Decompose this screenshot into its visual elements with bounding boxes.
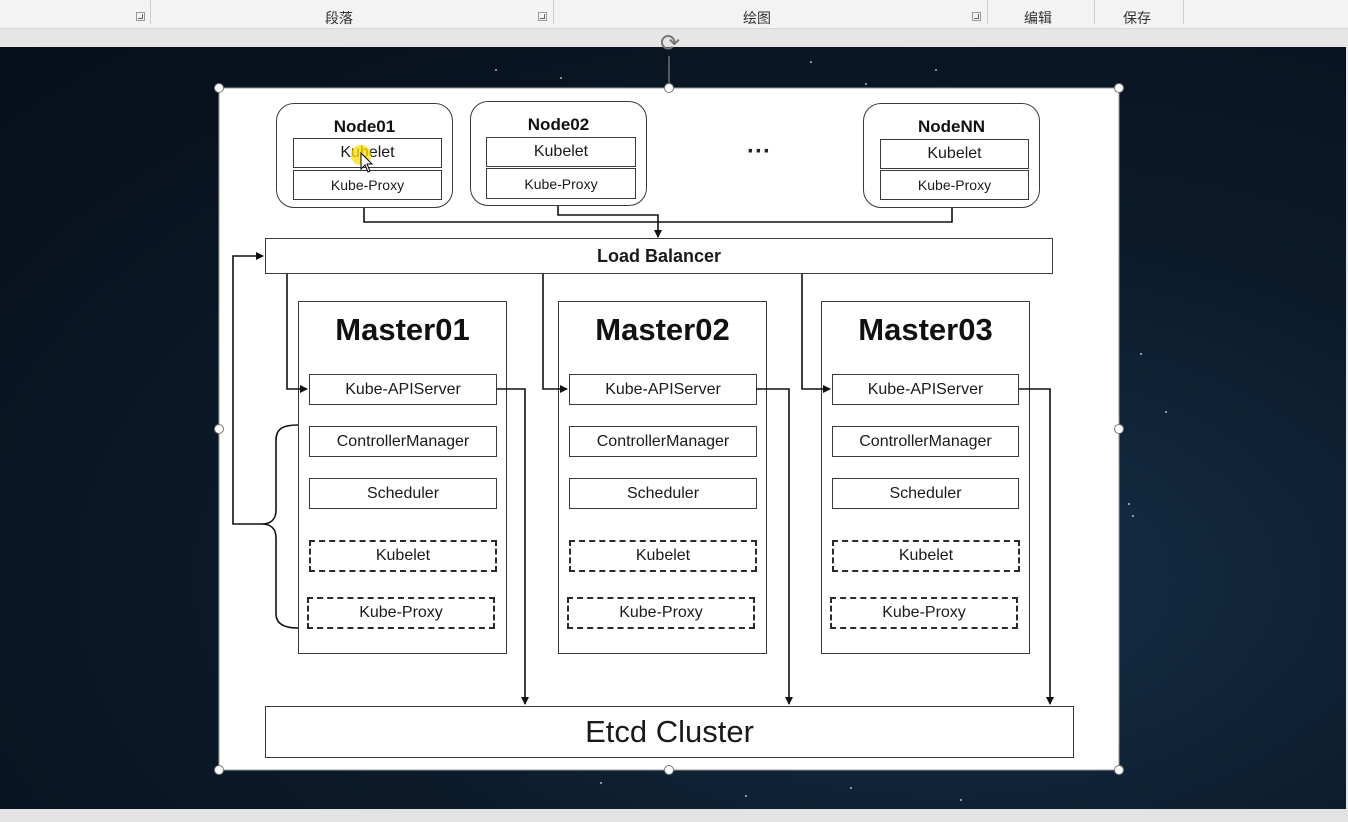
resize-handle-top[interactable] — [664, 83, 674, 93]
star-dot — [495, 69, 497, 71]
node-title: NodeNN — [917, 117, 986, 136]
node-title: Node01 — [333, 117, 396, 136]
master-title: Master01 — [335, 312, 470, 347]
master-kubelet-box: Kubelet — [309, 540, 497, 572]
ribbon-separator — [987, 0, 988, 24]
master-kubelet-box: Kubelet — [832, 540, 1020, 572]
controller-manager-box: ControllerManager — [309, 426, 497, 457]
star-dot — [935, 69, 937, 71]
ribbon-separator — [553, 0, 554, 24]
master-kube-proxy-box: Kube-Proxy — [830, 597, 1018, 629]
ribbon-separator — [1183, 0, 1184, 24]
node-card-nodenn: NodeNN Kubelet Kube-Proxy — [863, 103, 1040, 208]
scheduler-box: Scheduler — [309, 478, 497, 509]
ribbon-group-paragraph[interactable]: 段落 — [325, 11, 353, 27]
star-dot — [745, 795, 747, 797]
master-kube-proxy-box: Kube-Proxy — [307, 597, 495, 629]
resize-handle-bottom-right[interactable] — [1114, 765, 1124, 775]
status-area — [0, 809, 1348, 822]
star-dot — [560, 77, 562, 79]
star-dot — [850, 787, 852, 789]
ribbon-group-save[interactable]: 保存 — [1123, 11, 1151, 27]
font-group-launcher-icon[interactable] — [136, 12, 145, 21]
resize-handle-right[interactable] — [1114, 424, 1124, 434]
master-card-master02: Master02 Kube-APIServer ControllerManage… — [558, 301, 767, 654]
controller-manager-box: ControllerManager — [569, 426, 757, 457]
diagram-picture[interactable]: Node01 Kubelet Kube-Proxy Node02 Kubelet… — [219, 88, 1119, 770]
node-kube-proxy-box: Kube-Proxy — [293, 170, 442, 200]
star-dot — [810, 61, 812, 63]
resize-handle-top-right[interactable] — [1114, 83, 1124, 93]
node-card-node02: Node02 Kubelet Kube-Proxy — [470, 101, 647, 206]
master-title: Master03 — [858, 312, 993, 347]
controller-manager-box: ControllerManager — [832, 426, 1019, 457]
ribbon-bar: 段落 绘图 编辑 保存 — [0, 0, 1348, 29]
star-dot — [1132, 515, 1134, 517]
drawing-group-launcher-icon[interactable] — [972, 12, 981, 21]
node-kube-proxy-box: Kube-Proxy — [486, 168, 636, 199]
rotate-handle-icon[interactable]: ⟳ — [659, 30, 681, 57]
master-kubelet-box: Kubelet — [569, 540, 757, 572]
nodes-ellipsis: ··· — [747, 138, 771, 165]
master-card-master01: Master01 Kube-APIServer ControllerManage… — [298, 301, 507, 654]
star-dot — [1128, 503, 1130, 505]
node-kube-proxy-box: Kube-Proxy — [880, 170, 1029, 200]
scheduler-box: Scheduler — [832, 478, 1019, 509]
ribbon-group-drawing[interactable]: 绘图 — [743, 11, 771, 27]
master-kube-proxy-box: Kube-Proxy — [567, 597, 755, 629]
ribbon-separator — [1094, 0, 1095, 24]
ribbon-group-editing[interactable]: 编辑 — [1024, 11, 1052, 27]
load-balancer-box: Load Balancer — [265, 238, 1053, 274]
node-kubelet-box: Kubelet — [880, 139, 1029, 169]
master-card-master03: Master03 Kube-APIServer ControllerManage… — [821, 301, 1030, 654]
mouse-pointer-icon — [360, 152, 374, 173]
kube-apiserver-box: Kube-APIServer — [569, 374, 757, 405]
kube-apiserver-box: Kube-APIServer — [832, 374, 1019, 405]
scheduler-box: Scheduler — [569, 478, 757, 509]
star-dot — [1165, 411, 1167, 413]
star-dot — [865, 83, 867, 85]
resize-handle-top-left[interactable] — [214, 83, 224, 93]
resize-handle-bottom-left[interactable] — [214, 765, 224, 775]
master-title: Master02 — [595, 312, 730, 347]
resize-handle-bottom[interactable] — [664, 765, 674, 775]
node-kubelet-box: Kubelet — [486, 137, 636, 167]
kube-apiserver-box: Kube-APIServer — [309, 374, 497, 405]
node-title: Node02 — [527, 115, 590, 134]
etcd-cluster-box: Etcd Cluster — [265, 706, 1074, 758]
ribbon-separator — [150, 0, 151, 24]
resize-handle-left[interactable] — [214, 424, 224, 434]
star-dot — [1140, 353, 1142, 355]
paragraph-group-launcher-icon[interactable] — [538, 12, 547, 21]
star-dot — [600, 782, 602, 784]
slide-area-top — [0, 29, 1348, 47]
star-dot — [960, 799, 962, 801]
